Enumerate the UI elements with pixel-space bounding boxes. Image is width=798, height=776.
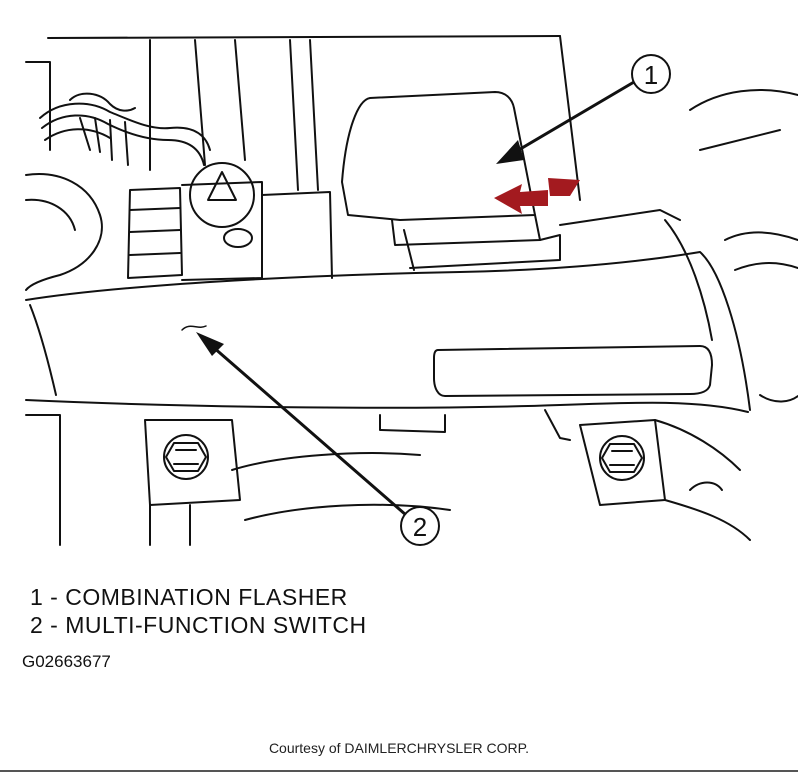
figure-id: G02663677 bbox=[22, 652, 111, 671]
red-highlight-arrow bbox=[494, 178, 580, 214]
callout-2-arrowhead bbox=[196, 332, 224, 356]
credit-line: Courtesy of DAIMLERCHRYSLER CORP. bbox=[268, 740, 530, 756]
legend-item-combination-flasher: 1 - COMBINATION FLASHER bbox=[30, 584, 348, 610]
triangle-switch-knob bbox=[189, 162, 255, 228]
connector-block bbox=[127, 187, 183, 279]
wire-harness bbox=[39, 102, 211, 151]
housing-label-panel bbox=[433, 345, 713, 397]
bolt-left bbox=[163, 434, 209, 480]
callout-2-circle bbox=[400, 506, 440, 546]
dash-top-line bbox=[47, 35, 561, 39]
dash-top-line-2 bbox=[25, 61, 51, 151]
callout-2-leader bbox=[203, 338, 408, 517]
callout-2-label: 2 bbox=[413, 512, 427, 542]
callout-1-arrowhead bbox=[496, 140, 524, 164]
steering-column-illustration: 1 2 bbox=[25, 35, 798, 546]
callout-1-circle bbox=[631, 54, 671, 94]
callout-1-leader bbox=[503, 80, 636, 160]
bolt-right bbox=[599, 435, 645, 481]
multi-function-switch-housing bbox=[25, 251, 751, 411]
triangle-icon bbox=[207, 171, 237, 201]
bottom-divider bbox=[0, 770, 798, 772]
combination-flasher bbox=[341, 91, 536, 221]
callout-1-label: 1 bbox=[644, 60, 658, 90]
legend-item-multi-function-switch: 2 - MULTI-FUNCTION SWITCH bbox=[30, 612, 367, 638]
